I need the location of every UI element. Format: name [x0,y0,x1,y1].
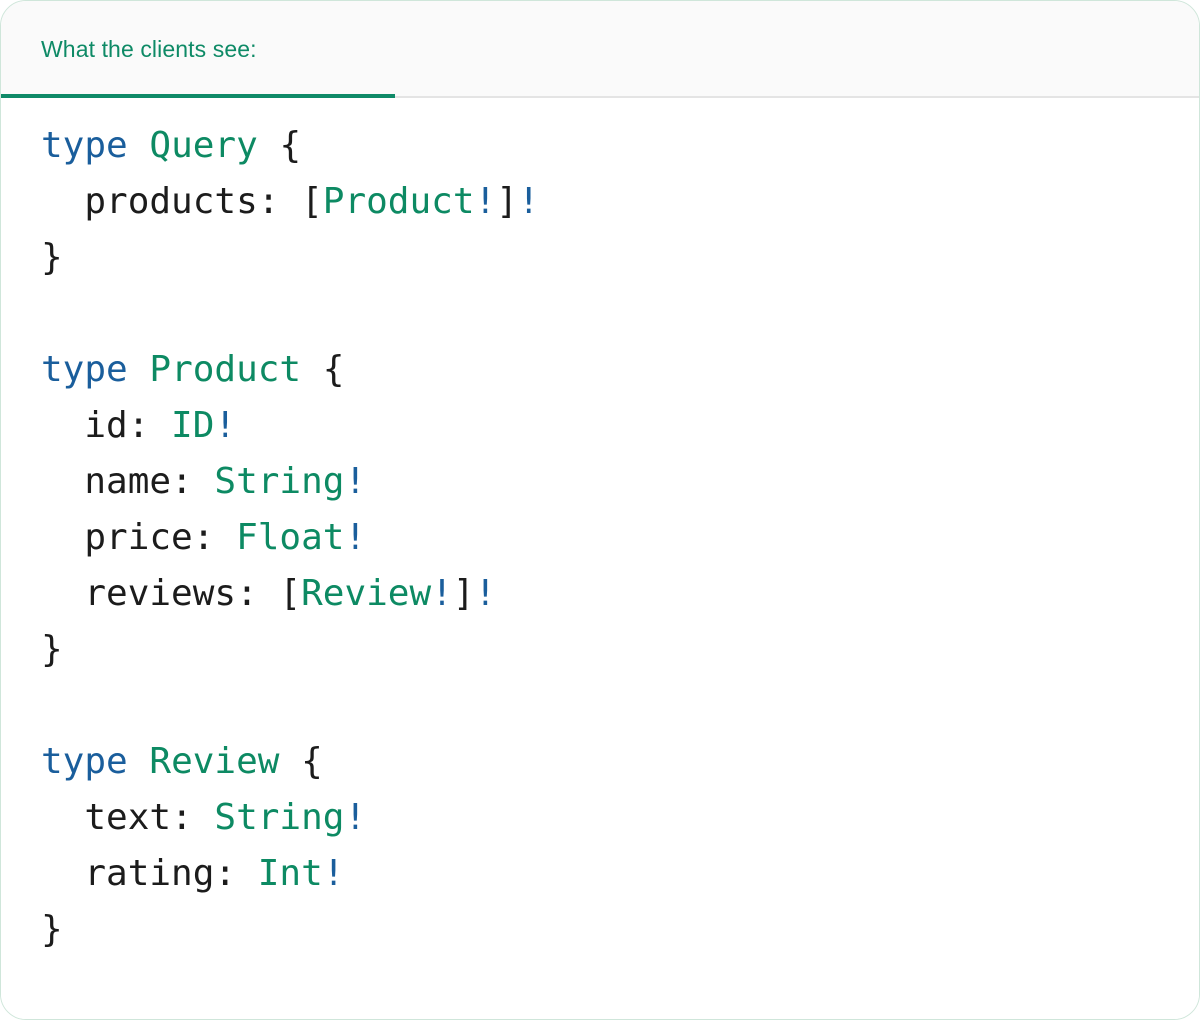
code-token-punct: [ [301,181,323,222]
code-line: price: Float! [41,510,1199,566]
code-token-kw: type [41,741,128,782]
code-line: } [41,230,1199,286]
code-token-field: name: [41,461,215,502]
code-token-bang: ! [344,797,367,838]
code-token-type: String [214,461,345,502]
code-panel[interactable]: type Query { products: [Product!]!} type… [1,98,1199,1019]
code-token-punct [128,741,150,782]
tab-bar-divider [1,96,1199,98]
code-line [41,678,1199,734]
code-token-type: Product [322,181,475,222]
code-token-bang: ! [322,853,345,894]
code-token-bang: ! [431,573,453,614]
tab-what-the-clients-see[interactable]: What the clients see: [1,1,395,98]
code-token-punct: ] [452,573,475,614]
code-token-field: id: [41,405,172,446]
code-token-punct: } [41,909,63,950]
code-line: } [41,902,1199,958]
code-lines: type Query { products: [Product!]!} type… [41,118,1199,958]
code-token-punct: { [257,125,302,166]
code-token-field: price: [41,517,237,558]
code-token-type: String [214,797,345,838]
code-line: type Product { [41,342,1199,398]
code-token-field: text: [41,797,215,838]
code-line [41,286,1199,342]
code-token-type: Review [149,741,280,782]
code-token-punct: { [279,741,323,782]
code-token-type: ID [171,405,215,446]
graphql-schema-code: type Query { products: [Product!]!} type… [41,118,1199,958]
code-token-type: Query [149,125,258,166]
code-token-field: reviews: [41,573,280,614]
code-line: name: String! [41,454,1199,510]
code-token-punct: ] [496,181,518,222]
code-token-punct: } [41,629,63,670]
code-token-field: products: [41,181,302,222]
tab-active-indicator [1,94,395,98]
tab-bar: What the clients see: [1,1,1199,98]
code-token-punct: [ [279,573,302,614]
code-token-punct: } [41,237,63,278]
code-token-kw: type [41,349,128,390]
code-token-punct: { [301,349,345,390]
code-line: text: String! [41,790,1199,846]
code-token-field: rating: [41,853,258,894]
code-token-type: Review [301,573,432,614]
code-token-type: Int [257,853,323,894]
code-token-type: Product [149,349,302,390]
code-line: rating: Int! [41,846,1199,902]
tab-label: What the clients see: [41,36,257,62]
code-token-bang: ! [344,517,367,558]
code-line: type Review { [41,734,1199,790]
code-token-punct [128,349,150,390]
code-line: type Query { [41,118,1199,174]
code-token-bang: ! [344,461,367,502]
code-token-bang: ! [474,181,497,222]
code-line: id: ID! [41,398,1199,454]
code-token-kw: type [41,125,128,166]
code-token-bang: ! [474,573,497,614]
code-token-bang: ! [214,405,237,446]
code-token-bang: ! [517,181,540,222]
code-token-type: Float [236,517,345,558]
code-line: } [41,622,1199,678]
code-line: reviews: [Review!]! [41,566,1199,622]
code-line: products: [Product!]! [41,174,1199,230]
code-token-punct [128,125,150,166]
